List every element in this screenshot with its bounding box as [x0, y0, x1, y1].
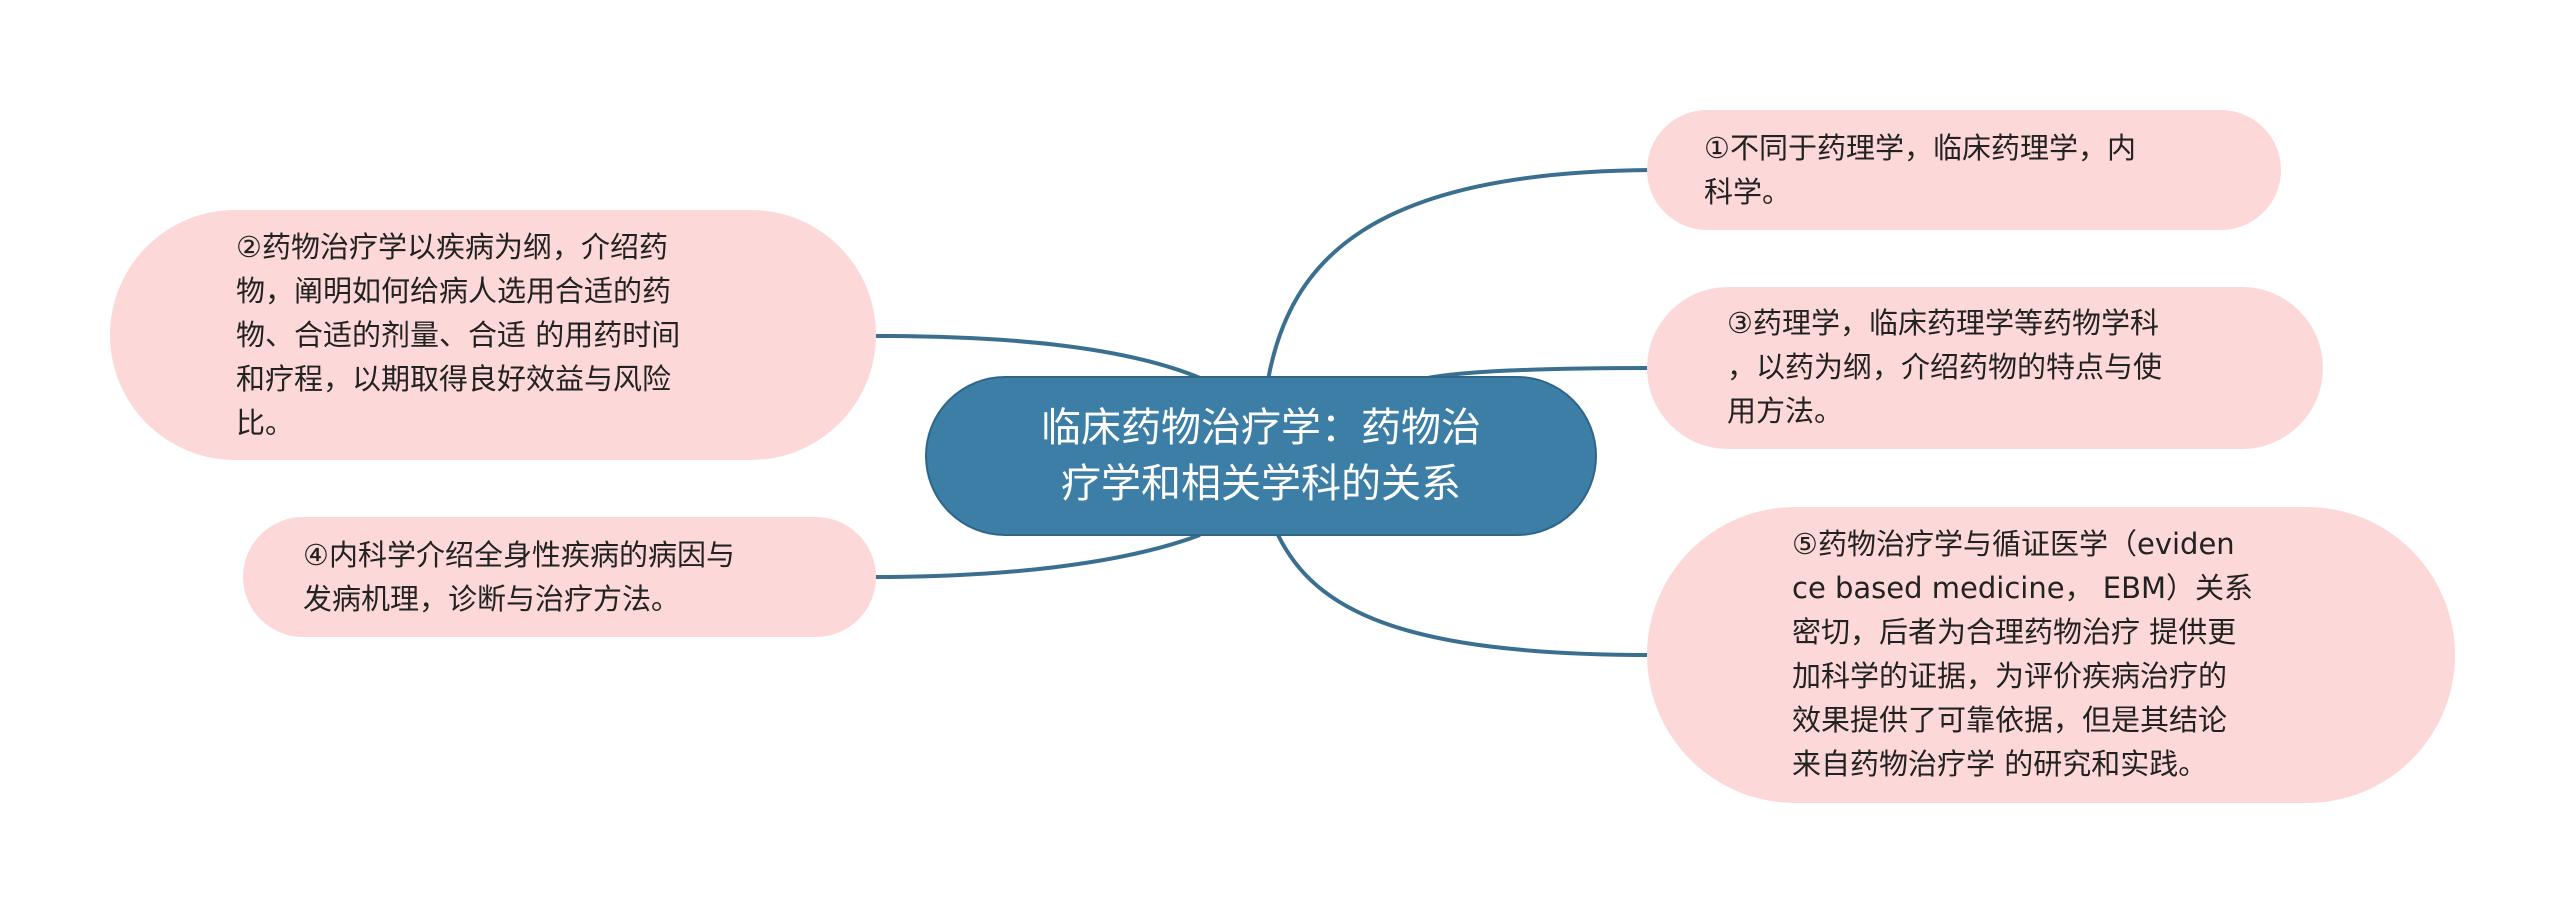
connector-b1	[1266, 168, 1653, 381]
central-topic-node[interactable]: 临床药物治疗学：药物治 疗学和相关学科的关系	[925, 376, 1597, 536]
branch-node-1-text: ①不同于药理学，临床药理学，内 科学。	[1704, 131, 2136, 209]
branch-node-4-text: ④内科学介绍全身性疾病的病因与 发病机理，诊断与治疗方法。	[303, 538, 735, 616]
connector-b5	[1276, 534, 1653, 657]
branch-node-3[interactable]: ③药理学，临床药理学等药物学科 ，以药为纲，介绍药物的特点与使 用方法。	[1647, 287, 2323, 449]
branch-node-3-text: ③药理学，临床药理学等药物学科 ，以药为纲，介绍药物的特点与使 用方法。	[1727, 306, 2163, 428]
branch-node-5[interactable]: ⑤药物治疗学与循证医学（eviden ce based medicine， EB…	[1647, 507, 2455, 803]
branch-node-2-text: ②药物治疗学以疾病为纲，介绍药 物，阐明如何给病人选用合适的药 物、合适的剂量、…	[236, 230, 681, 440]
connector-b3	[1427, 366, 1653, 380]
connector-b4	[874, 533, 1201, 579]
branch-node-5-text: ⑤药物治疗学与循证医学（eviden ce based medicine， EB…	[1792, 527, 2253, 781]
branch-node-4[interactable]: ④内科学介绍全身性疾病的病因与 发病机理，诊断与治疗方法。	[243, 517, 876, 637]
branch-node-1[interactable]: ①不同于药理学，临床药理学，内 科学。	[1647, 110, 2281, 230]
branch-node-2[interactable]: ②药物治疗学以疾病为纲，介绍药 物，阐明如何给病人选用合适的药 物、合适的剂量、…	[110, 210, 876, 460]
connector-b2	[874, 334, 1201, 380]
